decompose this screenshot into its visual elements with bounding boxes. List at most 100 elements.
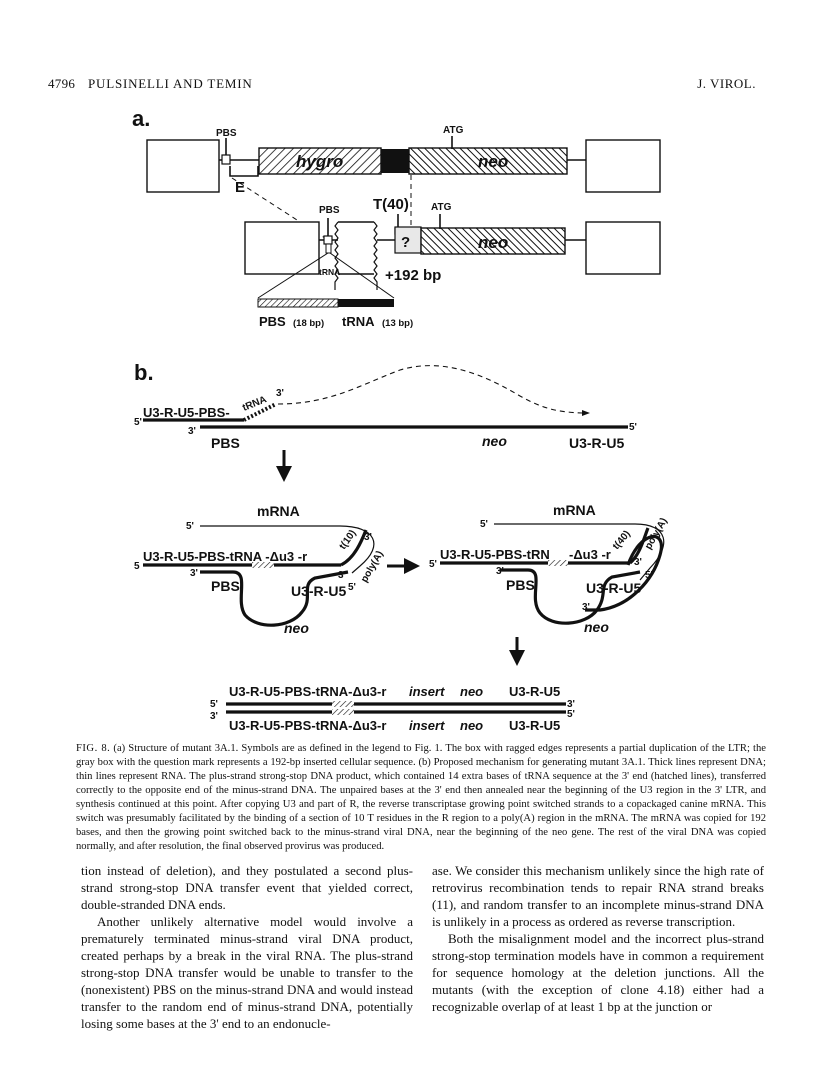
arrow-down-2 (509, 637, 525, 666)
l-three-b: 3' (338, 570, 346, 581)
arrow-down-1 (276, 450, 292, 482)
body-column-left: tion instead of deletion), and they post… (81, 862, 413, 1032)
legend-trna: tRNA (342, 314, 375, 329)
l-polya-label: poly(A) (359, 549, 386, 584)
l-ltr-label: U3-R-U5 (291, 583, 346, 599)
s1-neo-label: neo (482, 433, 507, 449)
construct-top: PBS E hygro neo ATG (146, 125, 661, 196)
r-loop-up (628, 527, 650, 565)
construct-middle: PBS tRNA T(40) ? neo ATG +192 bp (244, 196, 661, 290)
panel-b-label: b. (134, 360, 154, 385)
l-five-b: 5' (348, 582, 356, 593)
f-bot-insert: insert (409, 718, 445, 733)
journal-name: J. VIROL. (697, 76, 756, 91)
s1-trna-overhang (243, 402, 277, 422)
atg-top-label: ATG (443, 125, 464, 136)
trna-small-label: tRNA (319, 267, 340, 277)
f-five-r: 5' (567, 709, 575, 720)
l-loop-up (340, 529, 368, 567)
black-box (381, 149, 409, 173)
s1-ltr-label: U3-R-U5 (569, 435, 624, 451)
body-column-right: ase. We consider this mechanism unlikely… (432, 862, 764, 1015)
running-header: 4796 PULSINELLI AND TEMIN J. VIROL. (48, 76, 756, 96)
r-strand-label-2: -Δu3 -r (569, 547, 611, 562)
r-five-mrna: 5' (480, 519, 488, 530)
running-authors: PULSINELLI AND TEMIN (88, 76, 253, 91)
r-extended-loop (585, 535, 663, 612)
f-bot-ltr: U3-R-U5 (509, 718, 560, 733)
s1-three-bot: 3' (188, 426, 196, 437)
paragraph: ase. We consider this mechanism unlikely… (432, 863, 764, 929)
neo-top-label: neo (478, 152, 508, 171)
pbs-mid-label: PBS (319, 205, 340, 216)
l-three-a: 3' (364, 532, 372, 543)
ltr-right-box (585, 139, 661, 193)
e-label: E (235, 179, 245, 196)
neo-gene-top (408, 147, 568, 175)
caption-label: FIG. 8. (76, 743, 111, 754)
paragraph: Another unlikely alternative model would… (81, 914, 413, 1031)
l-mrna-label: mRNA (257, 503, 300, 519)
question-mark: ? (401, 234, 410, 251)
r-three-c: 3' (582, 602, 590, 613)
l-strand-label: U3-R-U5-PBS-tRNA -Δu3 -r (143, 549, 307, 564)
step-2-right: mRNA 5' 5' U3-R-U5-PBS-tRN -Δu3 -r t(40)… (429, 502, 670, 635)
e-bracket (229, 166, 259, 177)
r-strand-label: U3-R-U5-PBS-tRN (440, 547, 550, 562)
ltr-mid-right-box (585, 221, 661, 275)
f-top-label: U3-R-U5-PBS-tRNA-Δu3-r (229, 684, 386, 699)
ltr-left-box (146, 139, 220, 193)
r-three-a: 3' (634, 557, 642, 568)
step-2-left: mRNA 5' 5 U3-R-U5-PBS-tRNA -Δu3 -r t(10)… (134, 503, 386, 636)
r-neo-label: neo (584, 619, 609, 635)
legend-pbs-bp: (18 bp) (293, 318, 324, 329)
ltr-mid-left-box (244, 221, 320, 275)
bp192-label: +192 bp (385, 267, 441, 284)
l-neo-label: neo (284, 620, 309, 636)
r-pbs-label: PBS (506, 577, 535, 593)
panel-a-label: a. (132, 106, 150, 131)
f-bot-label: U3-R-U5-PBS-tRNA-Δu3-r (229, 718, 386, 733)
paragraph: tion instead of deletion), and they post… (81, 863, 413, 912)
hygro-gene (258, 147, 382, 175)
paragraph: Both the misalignment model and the inco… (432, 931, 764, 1014)
pbs-legend-bar (257, 298, 339, 308)
l-minus-strand (200, 570, 349, 627)
l-five: 5 (134, 561, 140, 572)
step-1: 5' U3-R-U5-PBS- tRNA 3' 3' 5' PBS neo U3… (134, 365, 637, 451)
legend-pbs: PBS (259, 314, 286, 329)
l-mrna-line (200, 525, 375, 574)
legend-trna-bp: (13 bp) (382, 318, 413, 329)
s1-pbs-label: PBS (211, 435, 240, 451)
f-top-neo: neo (460, 684, 483, 699)
expand-line-right (329, 252, 395, 299)
figure-caption: FIG. 8. (a) Structure of mutant 3A.1. Sy… (76, 742, 766, 854)
f-five-l: 5' (210, 699, 218, 710)
ragged-edge-left (334, 221, 339, 290)
t40-label: T(40) (373, 196, 409, 213)
l-t10-label: t(10) (337, 528, 358, 552)
neo-mid-label: neo (478, 233, 508, 252)
l-five-mrna: 5' (186, 521, 194, 532)
hygro-label: hygro (296, 152, 343, 171)
f-top-insert: insert (409, 684, 445, 699)
guide-line-left (231, 177, 329, 241)
f-bot-neo: neo (460, 718, 483, 733)
expand-line-left (257, 252, 329, 299)
f-three-l: 3' (210, 711, 218, 722)
final-provirus: U3-R-U5-PBS-tRNA-Δu3-r insert neo U3-R-U… (210, 684, 575, 733)
r-three-b: 3' (496, 566, 504, 577)
figure-8: a. PBS E hygro neo ATG PBS tRNA (132, 106, 670, 733)
r-ltr-label: U3-R-U5 (586, 580, 641, 596)
ragged-edge-right (373, 221, 378, 290)
r-mrna-label: mRNA (553, 502, 596, 518)
l-pbs-label: PBS (211, 578, 240, 594)
pbs-marker (221, 154, 231, 165)
atg-mid-label: ATG (431, 202, 452, 213)
s1-five: 5' (134, 417, 142, 428)
page-number: 4796 (48, 76, 76, 91)
r-t40-label: t(40) (611, 529, 633, 552)
pbs-top-label: PBS (216, 128, 237, 139)
s1-top-strand-label: U3-R-U5-PBS- (143, 405, 230, 420)
f-top-ltr: U3-R-U5 (509, 684, 560, 699)
